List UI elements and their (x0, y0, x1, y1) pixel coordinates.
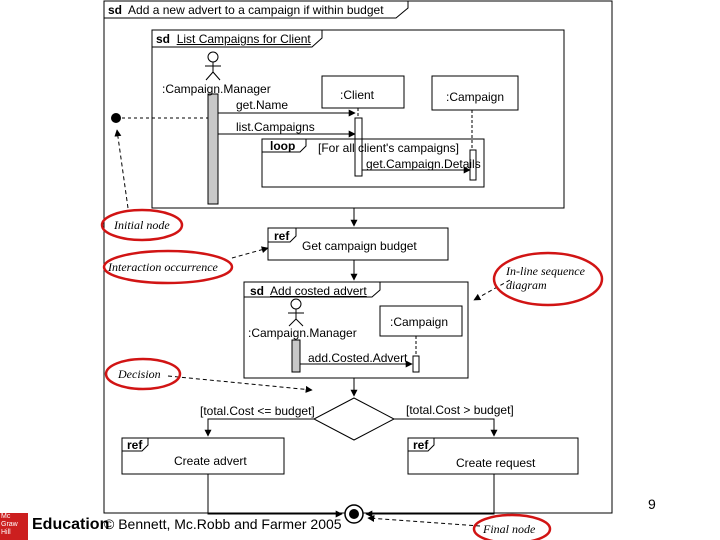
ref-get-budget-tab (268, 228, 297, 243)
annotation-inline-sequence: In-line sequence diagram (506, 264, 585, 292)
costed-campaign-label: :Campaign (390, 315, 449, 329)
list-campaigns-frame (151, 29, 565, 209)
annotation-decision: Decision (118, 367, 161, 381)
outer-frame-tab (104, 1, 409, 19)
logo-line-mc: Mc (1, 513, 11, 520)
manager-activation-bar (207, 93, 219, 205)
ref-create-advert-kw: ref (127, 438, 143, 452)
final-node (344, 504, 364, 524)
right-to-final (365, 474, 495, 518)
ref-create-request-label[interactable]: Create request (456, 456, 536, 470)
highlight-decision (104, 357, 182, 391)
costed-manager-activation-bar (291, 339, 301, 373)
copyright-text: © Bennett, Mc.Robb and Farmer 2005 (104, 516, 342, 532)
logo-line-graw: Graw (1, 521, 18, 528)
ref-create-request-tab (408, 438, 435, 452)
annotation-initial-node: Initial node (114, 218, 170, 232)
list-actor-label: :Campaign.Manager (162, 82, 271, 96)
highlight-interaction-occurrence (102, 249, 234, 285)
campaign-lifeline-box[interactable] (431, 75, 519, 111)
ref-create-request-kw: ref (413, 438, 429, 452)
client-lifeline-label: :Client (340, 88, 375, 102)
list-campaigns-frame-tab (152, 30, 323, 48)
pointer-final-node (367, 514, 481, 527)
annotation-final-node: Final node (483, 522, 536, 536)
campaign-activation-bar (469, 149, 477, 181)
ref-create-advert-label[interactable]: Create advert (174, 454, 247, 468)
add-costed-advert-label: add.Costed.Advert (308, 351, 408, 365)
decision-node (312, 397, 396, 441)
pointer-decision (167, 375, 313, 393)
get-details-label: get.Campaign.Details (366, 157, 481, 171)
pointer-inline-sequence (473, 279, 511, 301)
costed-frame-title: Add costed advert (270, 284, 367, 298)
highlight-inline-sequence (492, 251, 604, 307)
guard-left: [total.Cost <= budget] (200, 404, 315, 418)
ref-create-advert-frame (121, 437, 285, 475)
list-frame-title: List Campaigns for Client (176, 32, 311, 46)
costed-manager-actor-icon (288, 298, 304, 327)
loop-guard: [For all client's campaigns] (318, 141, 460, 155)
outer-frame-kw: sd (108, 3, 123, 17)
page-number: 9 (648, 496, 656, 512)
campaign-lifeline-label: :Campaign (446, 90, 505, 104)
ref-create-advert-tab (122, 438, 149, 452)
ref-create-request-frame (407, 437, 579, 475)
campaign-manager-actor-icon (205, 51, 221, 81)
costed-frame-label: sd Add costed advert (250, 284, 367, 298)
list-frame-label: sd List Campaigns for Client (156, 32, 311, 46)
loop-kw: loop (270, 139, 296, 153)
pointer-initial-node (114, 129, 129, 209)
right-branch (394, 418, 498, 437)
outer-frame-label: sd Add a new advert to a campaign if wit… (108, 3, 384, 17)
guard-right: [total.Cost > budget] (406, 403, 514, 417)
left-branch (204, 418, 314, 437)
costed-advert-frame (243, 281, 469, 379)
logo-line-hill: Hill (1, 529, 11, 536)
loop-fragment (261, 138, 485, 188)
ref-get-budget-label[interactable]: Get campaign budget (302, 239, 417, 253)
logo-text: Mc Graw Hill (1, 513, 28, 537)
highlight-initial-node (100, 208, 184, 242)
mcgraw-hill-logo (0, 513, 28, 540)
list-campaigns-label: list.Campaigns (236, 120, 315, 134)
costed-frame-kw: sd (250, 284, 265, 298)
costed-actor-label: :Campaign.Manager (248, 326, 357, 340)
left-to-final (207, 474, 343, 518)
costed-advert-frame-tab (244, 282, 381, 298)
costed-campaign-lifeline-box[interactable] (379, 305, 463, 337)
pointer-interaction-occurrence (231, 246, 269, 259)
costed-campaign-activation (412, 355, 420, 373)
loop-fragment-tab (262, 139, 307, 153)
list-frame-kw: sd (156, 32, 171, 46)
ref-get-budget-frame (267, 227, 449, 261)
ref-get-budget-kw: ref (274, 229, 290, 243)
get-name-label: get.Name (236, 98, 289, 112)
annotation-interaction-occurrence: Interaction occurrence (108, 260, 218, 274)
client-lifeline-box[interactable] (321, 75, 405, 109)
education-wordmark: Education (32, 516, 110, 533)
outer-frame-title: Add a new advert to a campaign if within… (128, 3, 384, 17)
client-activation-bar (354, 117, 363, 177)
highlight-final-node (472, 513, 552, 540)
